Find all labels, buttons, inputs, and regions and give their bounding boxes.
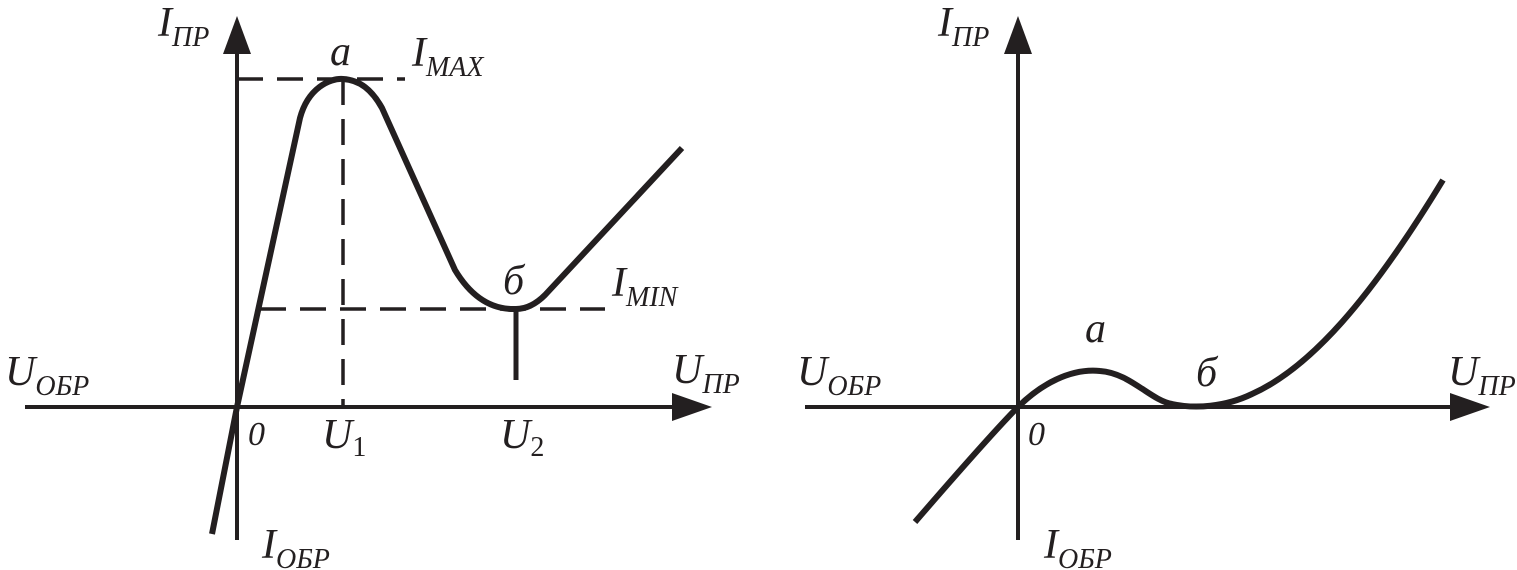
left-point-a-label: a xyxy=(330,29,351,75)
left-x-axis-neg-label: UОБР xyxy=(5,349,89,402)
right-y-axis-neg-label: IОБР xyxy=(1043,522,1112,570)
right-point-b-label: б xyxy=(1196,350,1219,396)
left-x-axis-arrow xyxy=(672,393,712,421)
left-iv-curve xyxy=(209,75,685,535)
right-iv-curve xyxy=(912,178,1446,524)
right-point-a-label: a xyxy=(1085,306,1106,352)
right-x-axis-neg-label: UОБР xyxy=(797,349,881,402)
left-y-axis-neg-label: IОБР xyxy=(261,522,330,570)
left-imax-label: IMAX xyxy=(411,30,484,83)
left-y-axis-label: IПР xyxy=(157,0,209,53)
left-graph: IПР UПР UОБР IОБР 0 a б IMAX IMIN U1 U2 xyxy=(5,0,740,570)
left-u1-label: U1 xyxy=(322,412,366,463)
left-origin-label: 0 xyxy=(248,416,265,453)
right-y-axis-label: IПР xyxy=(937,0,989,53)
left-point-b-label: б xyxy=(503,258,526,304)
right-y-axis-arrow xyxy=(1004,16,1032,54)
right-graph: IПР UПР UОБР IОБР 0 a б xyxy=(797,0,1516,570)
right-x-axis-pos-label: UПР xyxy=(1448,349,1516,402)
right-x-axis-arrow xyxy=(1450,393,1490,421)
left-x-axis-pos-label: UПР xyxy=(672,347,740,400)
left-u2-label: U2 xyxy=(500,412,544,463)
left-imin-label: IMIN xyxy=(611,260,679,313)
left-y-axis-arrow xyxy=(223,16,251,54)
right-origin-label: 0 xyxy=(1028,416,1045,453)
